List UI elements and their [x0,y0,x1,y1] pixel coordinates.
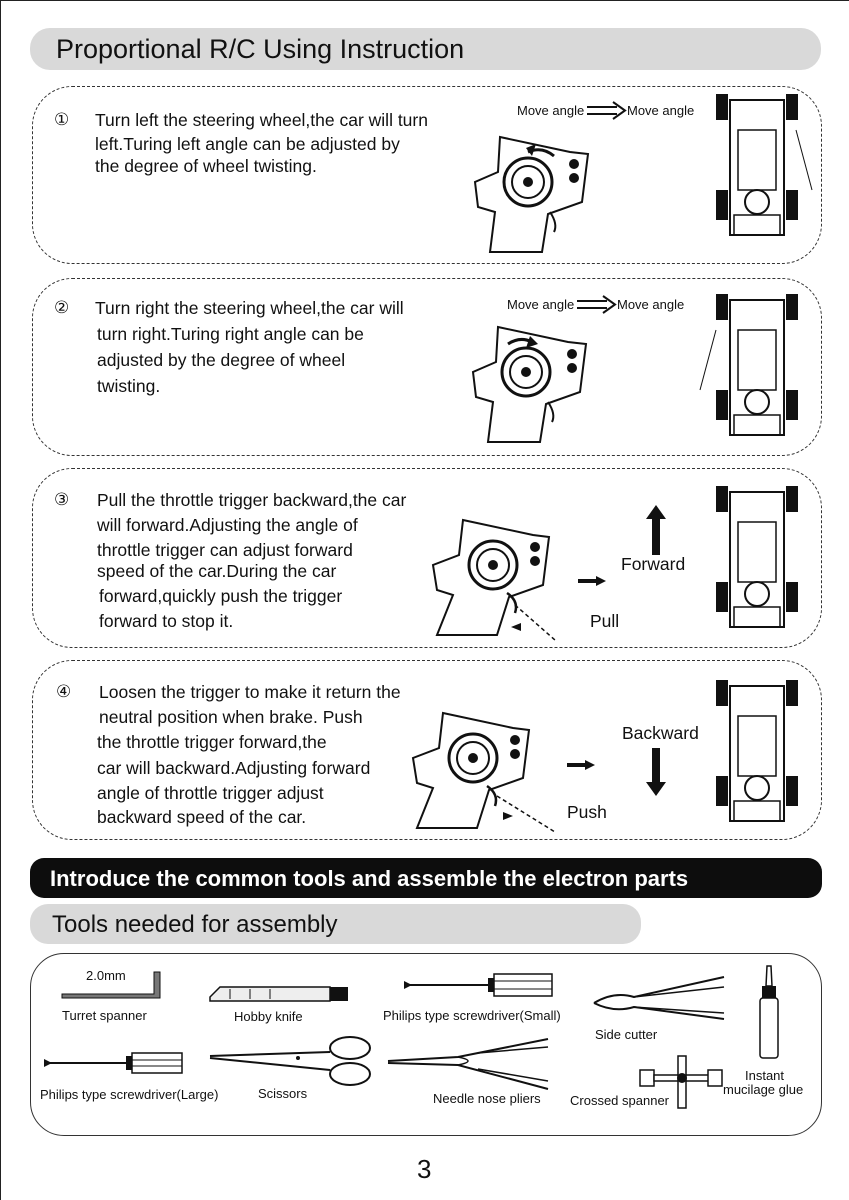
transmitter-icon [471,325,588,443]
step-text-line: Turn left the steering wheel,the car wil… [95,110,428,130]
hobby-knife-icon [209,986,348,1002]
step-number: ② [54,298,70,317]
step-text-line: left.Turing left angle can be adjusted b… [95,134,400,154]
needle-nose-pliers-icon [387,1038,549,1090]
step-number: ③ [54,490,70,509]
turret-spanner-label: Turret spanner [62,1008,147,1023]
step-number: ④ [56,682,72,701]
transmitter-icon [473,135,590,253]
screwdriver-small-icon [404,973,553,997]
hobby-knife-label: Hobby knife [234,1009,303,1024]
scissors-icon [209,1036,371,1086]
move-angle-label: Move angle [617,297,685,312]
step-text-line: angle of throttle trigger adjust [97,783,324,803]
step-text-line: Turn right the steering wheel,the car wi… [95,298,404,318]
rc-car-icon [716,94,813,236]
step-text-line: forward,quickly push the trigger [99,586,343,606]
page-number: 3 [417,1154,432,1184]
direction-label: Backward [622,723,699,743]
step-text-line: the degree of wheel twisting. [95,156,317,176]
section-banner-text: Introduce the common tools and assemble … [50,866,689,891]
step-number: ① [54,110,70,129]
crossed-spanner-icon [639,1055,723,1109]
step-text-line: speed of the car.During the car [97,561,337,581]
double-arrow-icon [577,295,617,314]
step-text-line: car will backward.Adjusting forward [97,758,371,778]
tools-heading: Tools needed for assembly [52,911,338,938]
step-text-line: adjusted by the degree of wheel [97,350,346,370]
step-text-line: will forward.Adjusting the angle of [97,515,358,535]
step-text-line: Loosen the trigger to make it return the [99,682,401,702]
turret-spanner-icon [61,971,161,999]
page-title: Proportional R/C Using Instruction [56,34,465,64]
screwdriver-large-label: Philips type screwdriver(Large) [40,1087,219,1102]
step-panel-3 [32,468,822,648]
action-label: Pull [590,611,620,631]
arrow-down-icon [646,748,666,796]
step-text-line: the throttle trigger forward,the [97,732,327,752]
arrow-right-icon [567,760,595,770]
glue-bottle-icon [759,965,779,1059]
rc-car-icon [716,680,798,822]
glue-label-line2: mucilage glue [723,1082,804,1097]
tools-heading-bar [30,904,641,944]
section-banner [30,858,822,898]
arrow-up-icon [646,505,666,555]
step-panel-2 [32,278,822,456]
direction-label: Forward [621,554,686,574]
action-label: Push [567,802,607,822]
move-angle-label: Move angle [517,103,585,118]
arrow-right-icon [578,576,606,586]
step-text-line: twisting. [97,376,161,396]
step-text-line: throttle trigger can adjust forward [97,540,353,560]
glue-label-line1: Instant [745,1068,785,1083]
step-panel-1 [32,86,822,264]
rc-car-icon [716,486,798,628]
step-text-line: Pull the throttle trigger backward,the c… [97,490,407,510]
transmitter-icon [431,518,556,641]
step-text-line: backward speed of the car. [97,807,307,827]
tools-box [30,953,822,1136]
move-angle-label: Move angle [627,103,695,118]
step-text-line: forward to stop it. [99,611,234,631]
rc-car-icon [699,294,798,436]
step-text-line: neutral position when brake. Push [99,707,363,727]
spanner-size-label: 2.0mm [86,968,126,983]
move-angle-label: Move angle [507,297,575,312]
transmitter-icon [411,711,556,833]
side-cutter-label: Side cutter [595,1027,658,1042]
step-text-line: turn right.Turing right angle can be [97,324,364,344]
title-bar [30,28,821,70]
needle-nose-pliers-label: Needle nose pliers [433,1091,541,1106]
screwdriver-small-label: Philips type screwdriver(Small) [383,1008,561,1023]
crossed-spanner-label: Crossed spanner [570,1093,669,1108]
screwdriver-large-icon [44,1052,183,1074]
step-panel-4 [32,660,822,840]
double-arrow-icon [587,101,627,120]
scissors-label: Scissors [258,1086,308,1101]
side-cutter-icon [593,976,725,1020]
